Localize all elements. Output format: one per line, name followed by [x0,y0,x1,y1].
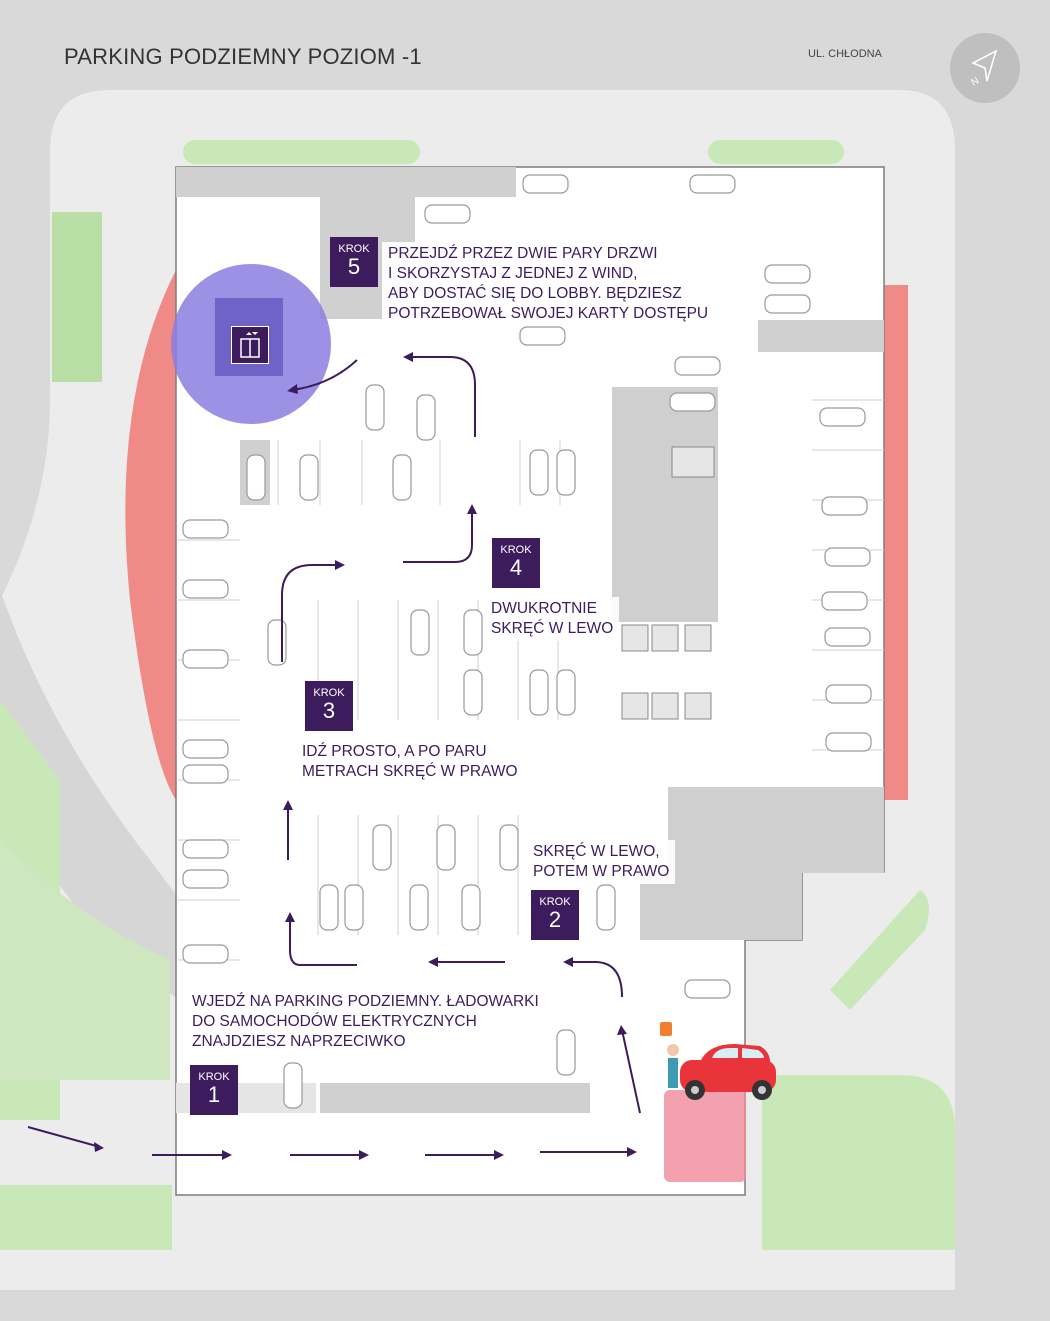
step-5-number: 5 [347,254,361,279]
street-label: UL. CHŁODNA [808,48,882,60]
entry-wall [320,1083,590,1113]
step-2-line-2: POTEM W PRAWO [533,863,670,880]
step-4-keyword: KROK [500,544,532,556]
step-4-badge: KROK 4 [492,538,540,588]
map-title: PARKING PODZIEMNY POZIOM -1 [64,44,422,69]
electric-car-illustration [660,1022,776,1100]
green-strip-top-right [708,140,844,164]
step-1-number: 1 [207,1082,221,1107]
elevator-icon[interactable] [231,326,269,364]
step-1-line-1: WJEDŹ NA PARKING PODZIEMNY. ŁADOWARKI [192,993,539,1010]
step-5-keyword: KROK [338,243,370,255]
step-1-keyword: KROK [198,1071,230,1083]
step-3-line-2: METRACH SKRĘĆ W PRAWO [302,763,518,780]
step-2-badge: KROK 2 [531,890,579,940]
wall-right-block [758,320,884,352]
step-4-line-2: SKRĘĆ W LEWO [491,620,614,637]
step-3-text: IDŹ PROSTO, A PO PARU METRACH SKRĘĆ W PR… [296,740,524,784]
step-1-badge: KROK 1 [190,1065,238,1115]
svg-text:N: N [969,75,981,88]
step-1-text: WJEDŹ NA PARKING PODZIEMNY. ŁADOWARKI DO… [186,990,545,1054]
step-3-badge: KROK 3 [305,681,353,731]
ramp-left [125,270,176,800]
parked-cars [182,174,872,1109]
compass-arrow-icon: N [969,49,998,89]
core-lift-boxes [621,446,715,720]
step-5-line-2: I SKORZYSTAJ Z JEDNEJ Z WIND, [388,265,638,282]
step-2-line-1: SKRĘĆ W LEWO, [533,843,660,860]
wall-block-top [176,167,516,197]
green-bottom-left-lawn [0,1185,172,1250]
green-bottom-right [762,1075,955,1250]
step-2-keyword: KROK [539,896,571,908]
step-5-line-4: POTRZEBOWAŁ SWOJEJ KARTY DOSTĘPU [388,305,709,322]
step-5-text: PRZEJDŹ PRZEZ DWIE PARY DRZWI I SKORZYST… [382,242,715,326]
step-2-text: SKRĘĆ W LEWO, POTEM W PRAWO [527,840,676,884]
green-right-small [830,890,929,1010]
ev-charging-spot [664,1090,746,1182]
step-4-line-1: DWUKROTNIE [491,600,597,617]
step-5-line-3: ABY DOSTAĆ SIĘ DO LOBBY. BĘDZIESZ [388,285,682,302]
route-arrowheads [94,352,637,1160]
green-left-garden [0,840,170,1080]
green-left-column [52,212,102,382]
step-5-badge: KROK 5 [330,237,378,287]
step-1-line-2: DO SAMOCHODÓW ELEKTRYCZNYCH [192,1013,477,1030]
step-4-text: DWUKROTNIE SKRĘĆ W LEWO [485,597,620,641]
wall-bottom-right [668,787,884,873]
step-2-number: 2 [548,907,562,932]
north-compass-icon[interactable]: N [950,33,1020,103]
step-3-keyword: KROK [313,687,345,699]
step-3-line-1: IDŹ PROSTO, A PO PARU [302,743,487,760]
ramp-right [884,285,908,800]
core-block [612,387,718,622]
route-arrows [27,356,641,1156]
step-1-line-3: ZNAJDZIESZ NAPRZECIWKO [192,1033,406,1050]
step-5-line-1: PRZEJDŹ PRZEZ DWIE PARY DRZWI [388,245,658,262]
green-strip-top-left [183,140,420,164]
road-left [0,590,180,1000]
step-4-number: 4 [509,555,523,580]
step-3-number: 3 [322,698,336,723]
